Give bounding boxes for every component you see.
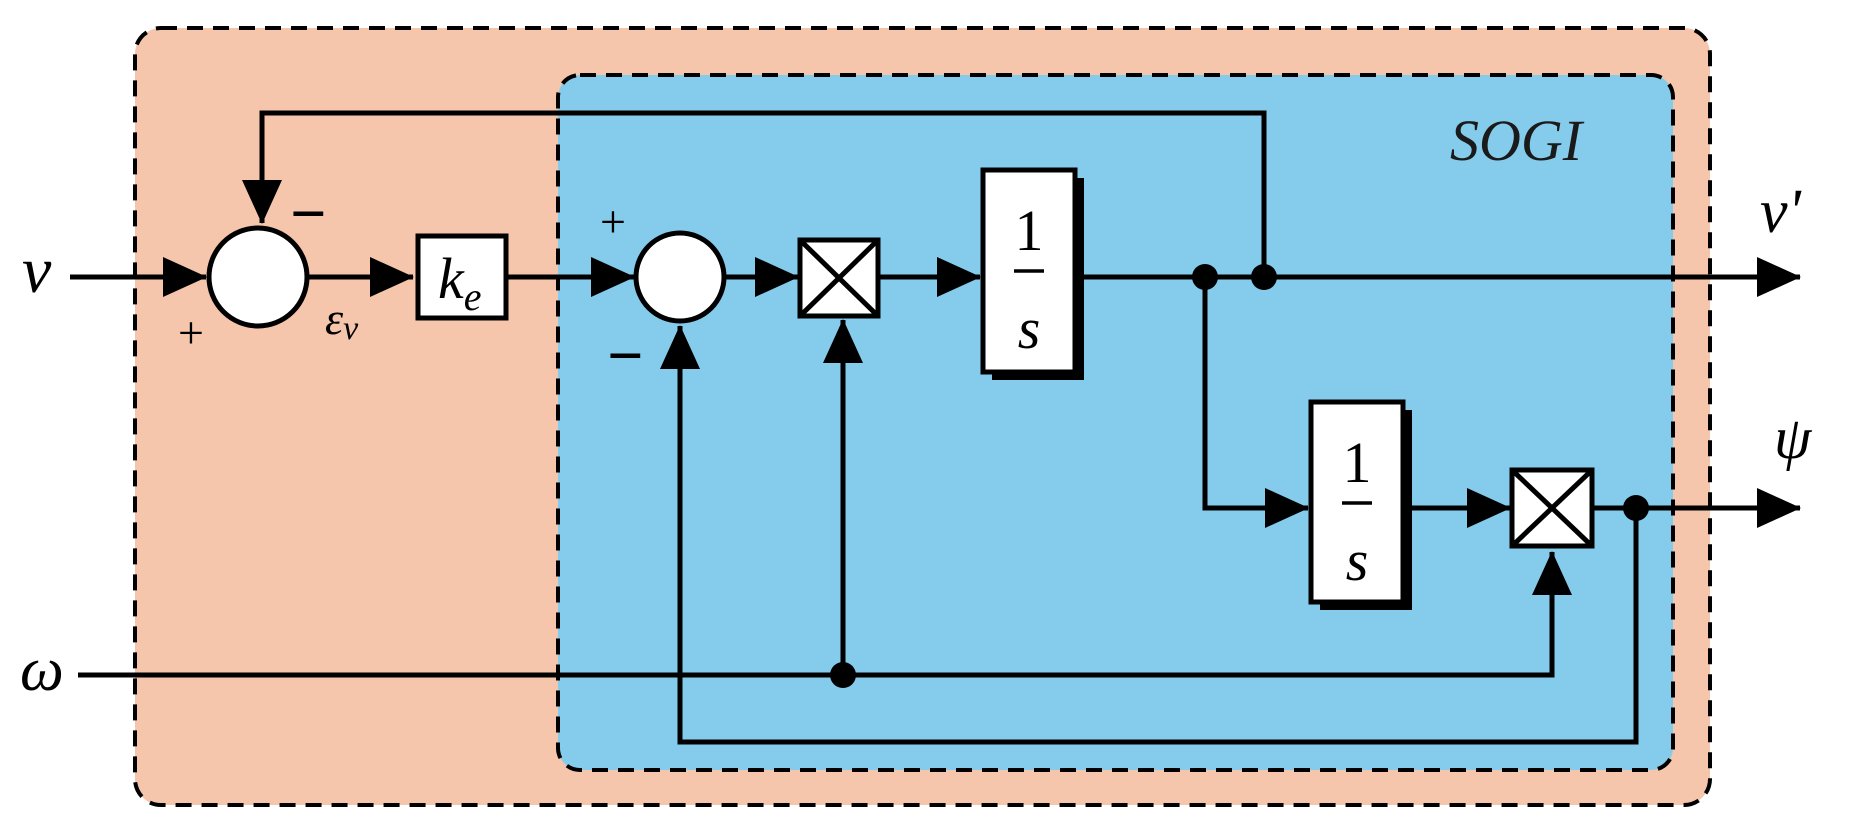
line-outer-feedback [242,110,1267,277]
integrator-block-2: 1 s [1308,399,1412,610]
label-output-psi: ψ [1774,405,1813,471]
gain-label: ke [438,246,482,319]
line-branch-to-integrator2 [1202,277,1309,528]
sogi-title: SOGI [1450,108,1585,173]
label-input-omega: ω [20,636,64,704]
junction-dot-icon [830,662,856,688]
label-error: εv [325,293,359,347]
sign-sum2-minus: − [607,320,643,391]
junction-dot-icon [1251,264,1277,290]
sign-sum1-minus: − [290,178,326,249]
integrator-1-denominator: s [1018,296,1041,361]
line-omega [78,551,1572,678]
sogi-region [556,73,1675,772]
sign-sum1-plus: + [178,307,204,358]
label-output-v-prime: v' [1760,178,1803,246]
gain-block [415,233,509,321]
line-inner-feedback [660,325,1639,745]
multiplier-icon [1509,467,1595,549]
sign-sum2-plus: + [600,196,626,247]
integrator-block-1: 1 s [980,167,1084,380]
multiplier-icon [797,237,881,319]
integrator-2-numerator: 1 [1343,430,1372,495]
junction-dot-icon [1192,264,1218,290]
summing-junction-icon [206,225,310,329]
summing-junction-icon [633,230,727,324]
integrator-1-numerator: 1 [1015,198,1044,263]
label-input-v: v [22,234,52,307]
junction-dot-icon [1623,495,1649,521]
integrator-2-denominator: s [1346,528,1369,593]
